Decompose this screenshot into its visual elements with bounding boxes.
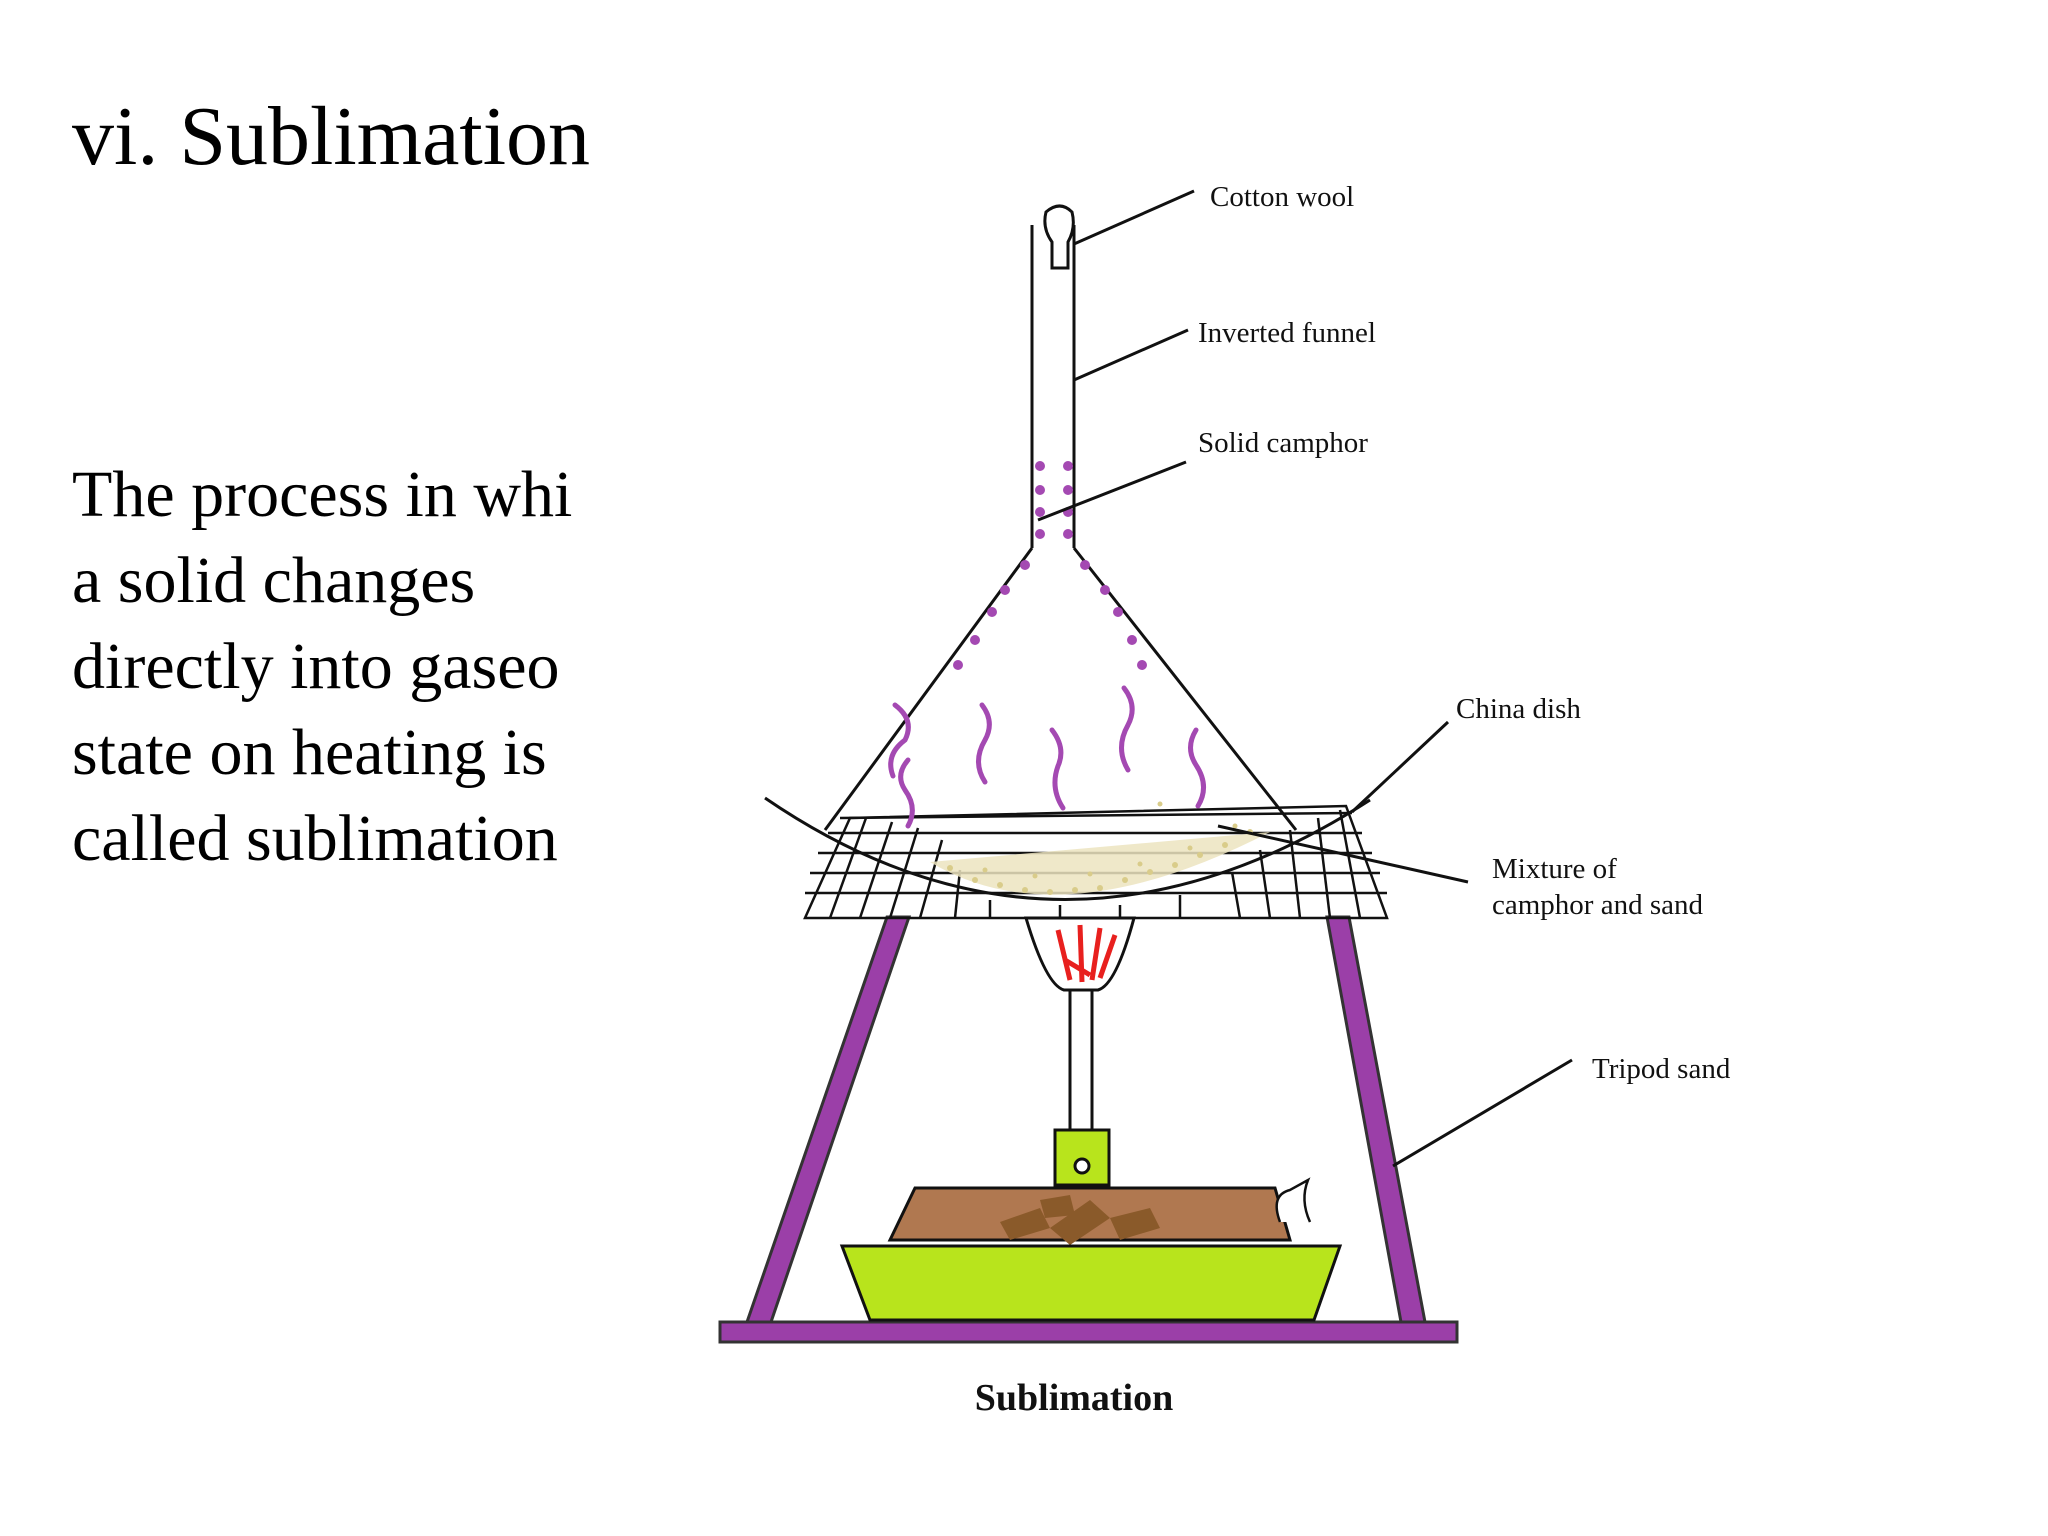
diagram-caption: Sublimation [975, 1377, 1174, 1419]
body-line: state on heating is [72, 716, 547, 789]
label-mixture-line1: Mixture of [1492, 853, 1617, 885]
label-cotton-wool: Cotton wool [1210, 181, 1354, 213]
tray [839, 1244, 1343, 1322]
burner-flame [1023, 916, 1136, 992]
camphor-sand-mixture [947, 801, 1253, 895]
fuel-piece [1040, 1195, 1075, 1218]
label-tripod-stand: Tripod sand [1592, 1053, 1731, 1085]
body-line: a solid changes [72, 544, 476, 617]
slide-body-text: The process in whi a solid changes direc… [72, 452, 600, 882]
china-dish [764, 796, 1371, 901]
burner-knob [1073, 1157, 1091, 1175]
tripod-stand [718, 915, 1459, 1344]
fuel-piece [1050, 1200, 1110, 1245]
body-line: The process in whi [72, 458, 573, 531]
label-leader-lines [1037, 189, 1573, 1168]
label-mixture-line2: camphor and sand [1492, 889, 1703, 921]
fuel-piece [1000, 1208, 1050, 1240]
tripod-base [718, 1320, 1459, 1344]
body-line: called sublimation [72, 802, 558, 875]
wick [1275, 1177, 1312, 1223]
slide-title: vi. Sublimation [72, 90, 591, 183]
label-solid-camphor: Solid camphor [1198, 427, 1368, 459]
inverted-funnel [823, 225, 1298, 831]
fuel-piece [1110, 1208, 1160, 1240]
sand-tray [839, 1177, 1343, 1322]
burner-tube [1068, 988, 1094, 1132]
label-inverted-funnel: Inverted funnel [1198, 317, 1376, 349]
tripod-leg-right [1325, 915, 1427, 1324]
solid-camphor-deposit [953, 461, 1147, 670]
cotton-wool-plug [1043, 204, 1075, 270]
label-china-dish: China dish [1456, 693, 1581, 725]
body-line: directly into gaseo [72, 630, 560, 703]
camphor-vapour [888, 685, 1206, 829]
spirit-lamp [1053, 988, 1111, 1187]
